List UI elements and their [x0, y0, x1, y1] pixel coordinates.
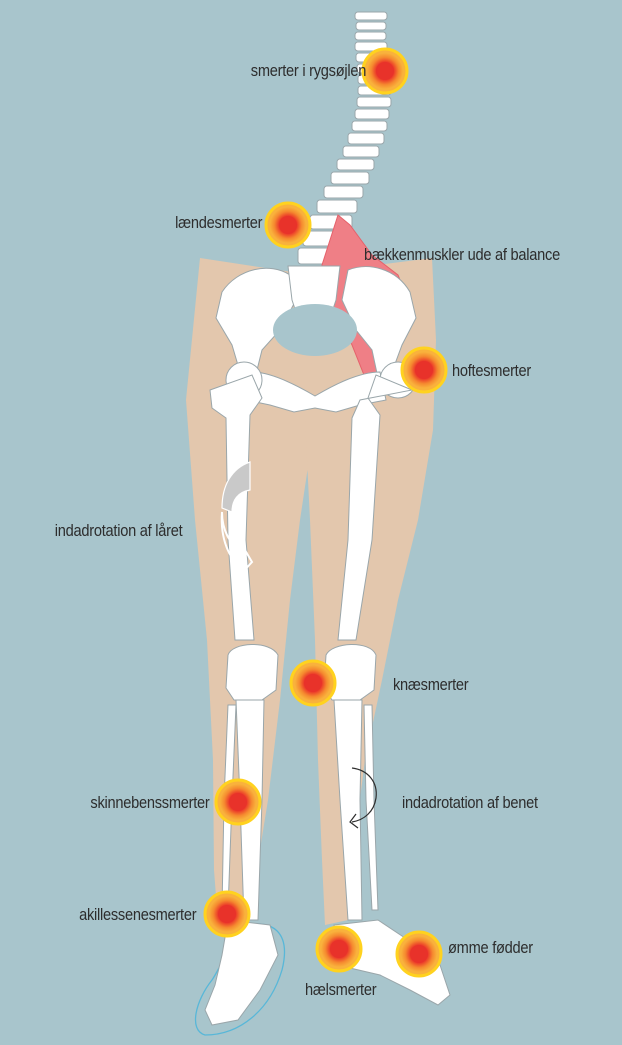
- label-thigh-rotation: indadrotation af låret: [54, 521, 182, 541]
- pain-spot-lower-back: [266, 203, 310, 247]
- label-lower-back: lændesmerter: [175, 213, 262, 233]
- label-hip: hoftesmerter: [452, 361, 531, 381]
- label-pelvic-muscles: bækkenmuskler ude af balance: [364, 245, 560, 265]
- label-feet: ømme fødder: [448, 938, 533, 958]
- label-spine: smerter i rygsøjlen: [251, 61, 366, 81]
- pain-spot-shin: [216, 780, 260, 824]
- pain-spot-hip: [402, 348, 446, 392]
- pain-spot-knee: [291, 661, 335, 705]
- pain-spot-feet: [397, 932, 441, 976]
- pain-spot-spine: [363, 49, 407, 93]
- pain-spot-achilles: [205, 892, 249, 936]
- label-knee: knæsmerter: [393, 675, 468, 695]
- label-leg-rotation: indadrotation af benet: [402, 793, 538, 813]
- label-achilles: akillessenesmerter: [79, 905, 196, 925]
- label-heel: hælsmerter: [305, 980, 376, 1000]
- pain-spot-heel: [317, 927, 361, 971]
- label-shin: skinnebenssmerter: [91, 793, 210, 813]
